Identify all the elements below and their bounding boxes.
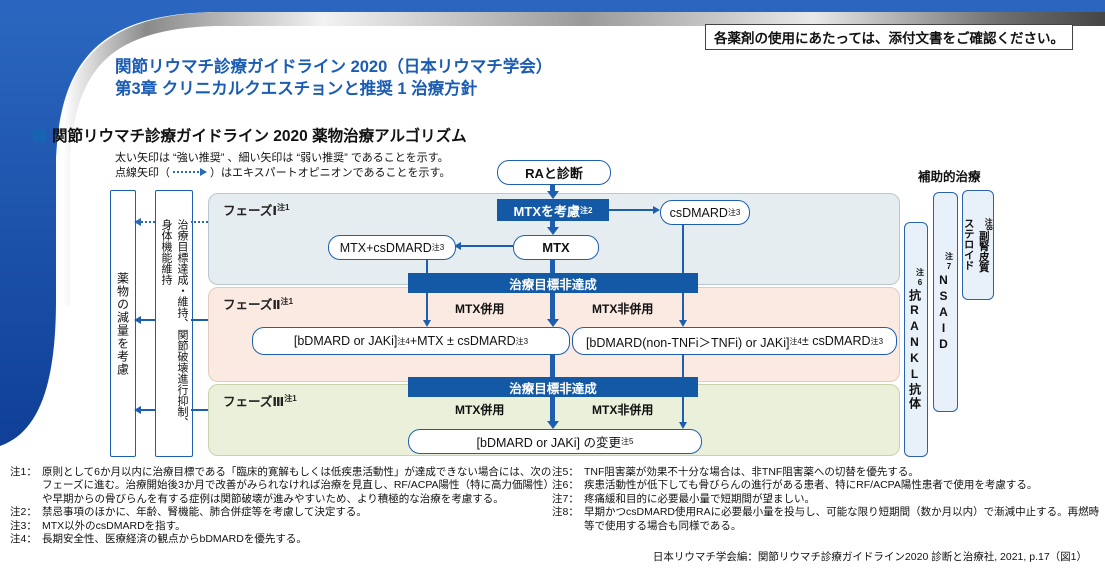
goal-maintain-line1: 治療目標達成・維持、関節破壊進行抑制、 [176,219,188,428]
legend-line2-pre: 点線矢印（ [115,167,170,179]
arrowhead-phase2right-to-change [679,422,687,429]
line-consider-to-csdmard [609,209,653,211]
bar-goal-not-achieved-1: 治療目標非達成 [408,273,698,293]
footnote-6: 注6：疾患活動性が低下しても骨びらんの進行がある患者、特にRF/ACPA陽性患者… [552,479,1038,492]
dotted-arrow-icon [173,168,207,176]
anti-rankl-box: 注6抗RANKL抗体 [904,222,928,457]
dotted-arrowhead-left [134,218,141,226]
arrowhead-left-3 [134,406,141,414]
section-heading-label: 関節リウマチ診療ガイドライン 2020 薬物治療アルゴリズム [52,128,467,145]
line-mtx-to-mtxplus [461,245,513,247]
blue-square-icon [33,128,46,142]
node-phase3-change: [bDMARD or JAKi] の変更注5 [408,429,702,454]
goal-maintain-box: 治療目標達成・維持、関節破壊進行抑制、 身体機能維持 [155,190,193,457]
footnote-8: 注8：早期かつcsDMARD使用RAに必要最小量を投与し、可能な限り短期間（数か… [552,506,1100,532]
label-mtx-without-p3: MTX非併用 [592,403,654,417]
dotted-line-goal-to-reduce [141,221,155,223]
legend-line2-post: ）はエキスパートオピニオンであることを示す。 [210,167,451,179]
section-heading: 関節リウマチ診療ガイドライン 2020 薬物治療アルゴリズム [33,124,467,146]
footnotes-right: 注5：TNF阻害薬が効果不十分な場合は、非TNF阻害薬への切替を優先する。 注6… [552,466,1100,533]
arrowhead-mtxplus-to-phase2left [423,320,431,327]
steroid-line2: ステロイド [962,217,975,271]
steroid-label: 注8副腎皮質 ステロイド [962,218,995,272]
line-consider-to-mtx [550,221,555,228]
node-mtx-consider: MTXを考慮注2 [497,199,609,221]
drug-reduction-box: 薬物の減量を考慮 [110,190,136,457]
phase3-label: フェーズⅢ注1 [223,393,297,409]
steroid-line1: 注8副腎皮質 [977,217,994,273]
footnote-7: 注7：疼痛緩和目的に必要最小量で短期間が望ましい。 [552,492,815,505]
footnote-2: 注2：禁忌事項のほかに、年齢、腎機能、肺合併症等を考慮して決定する。 [10,506,367,519]
arrow-legend: 太い矢印は “強い推奨” 、細い矢印は “弱い推奨” であることを示す。 点線矢… [115,151,450,181]
arrowhead-ra-to-consider [547,191,559,199]
arrowhead-bar1-to-phase2left [547,319,559,327]
line-phase2left-to-bar2 [550,353,555,377]
node-phase2-right: [bDMARD(non-TNFi＞TNFi) or JAKi]注4 ± csDM… [572,327,897,355]
arrowhead-csdmard-to-phase2right [679,320,687,327]
arrowhead-to-mtxplus [454,242,461,250]
dotted-line-phase1-to-goal [191,221,208,223]
page-title-line1: 関節リウマチ診療ガイドライン 2020（日本リウマチ学会） [115,58,553,76]
package-insert-notice: 各薬剤の使用にあたっては、添付文書をご確認ください。 [705,24,1074,50]
label-mtx-without-p2: MTX非併用 [592,302,654,316]
bar-goal-not-achieved-2: 治療目標非達成 [408,377,698,397]
footnote-3: 注3：MTX以外のcsDMARDを指す。 [10,519,186,532]
legend-line2: 点線矢印（ ）はエキスパートオピニオンであることを示す。 [115,166,450,181]
drug-reduction-label: 薬物の減量を考慮 [115,271,130,376]
legend-line1: 太い矢印は “強い推奨” 、細い矢印は “弱い推奨” であることを示す。 [115,152,449,164]
citation: 日本リウマチ学会編：関節リウマチ診療ガイドライン2020 診断と治療社, 202… [652,551,1087,563]
label-mtx-with-p3: MTX併用 [455,403,505,417]
goal-maintain-line2: 身体機能維持 [160,219,172,285]
line-bar2-to-change [550,397,555,422]
node-ra-diagnosis: RAと診断 [497,160,611,185]
page-title: 関節リウマチ診療ガイドライン 2020（日本リウマチ学会） 第3章 クリニカルク… [115,56,552,100]
arrowhead-bar2-to-change [547,421,559,429]
footnote-1: 注1：原則として6か月以内に治療目標である「臨床的寛解もしくは低疾患活動性」が達… [10,466,555,505]
arrowhead-left-2 [134,316,141,324]
line-phase3-to-goal [191,409,208,411]
line-csdmard-to-phase2right [682,223,684,320]
line-goal-to-reduce-2 [141,319,155,321]
arrowhead-to-csdmard [653,206,660,214]
phase2-label: フェーズⅡ注1 [223,296,294,312]
line-phase2-to-goal [191,319,208,321]
line-goal-to-reduce-3 [141,409,155,411]
nsaid-label: 注7NSAID [936,251,954,353]
line-mtx-to-bar1 [550,258,555,273]
nsaid-box: 注7NSAID [933,192,958,412]
anti-rankl-label: 注6抗RANKL抗体 [907,268,925,411]
goal-maintain-label: 治療目標達成・維持、関節破壊進行抑制、 身体機能維持 [158,219,190,428]
phase1-label: フェーズⅠ注1 [223,202,290,218]
footnote-5: 注5：TNF阻害薬が効果不十分な場合は、非TNF阻害薬への切替を優先する。 [552,466,919,478]
adjunct-therapy-title: 補助的治療 [918,170,981,184]
line-bar1-to-phase2left [550,293,555,320]
node-mtx: MTX [513,235,599,260]
footnote-4: 注4：長期安全性、医療経済の観点からbDMARDを優先する。 [10,533,307,546]
page-title-line2: 第3章 クリニカルクエスチョンと推奨 1 治療方針 [115,80,478,98]
line-ra-to-consider [550,183,555,192]
arrowhead-consider-to-mtx [547,227,559,235]
label-mtx-with-p2: MTX併用 [455,302,505,316]
steroid-box: 注8副腎皮質 ステロイド [962,190,994,300]
footnotes-left: 注1：原則として6か月以内に治療目標である「臨床的寛解もしくは低疾患活動性」が達… [10,466,555,546]
